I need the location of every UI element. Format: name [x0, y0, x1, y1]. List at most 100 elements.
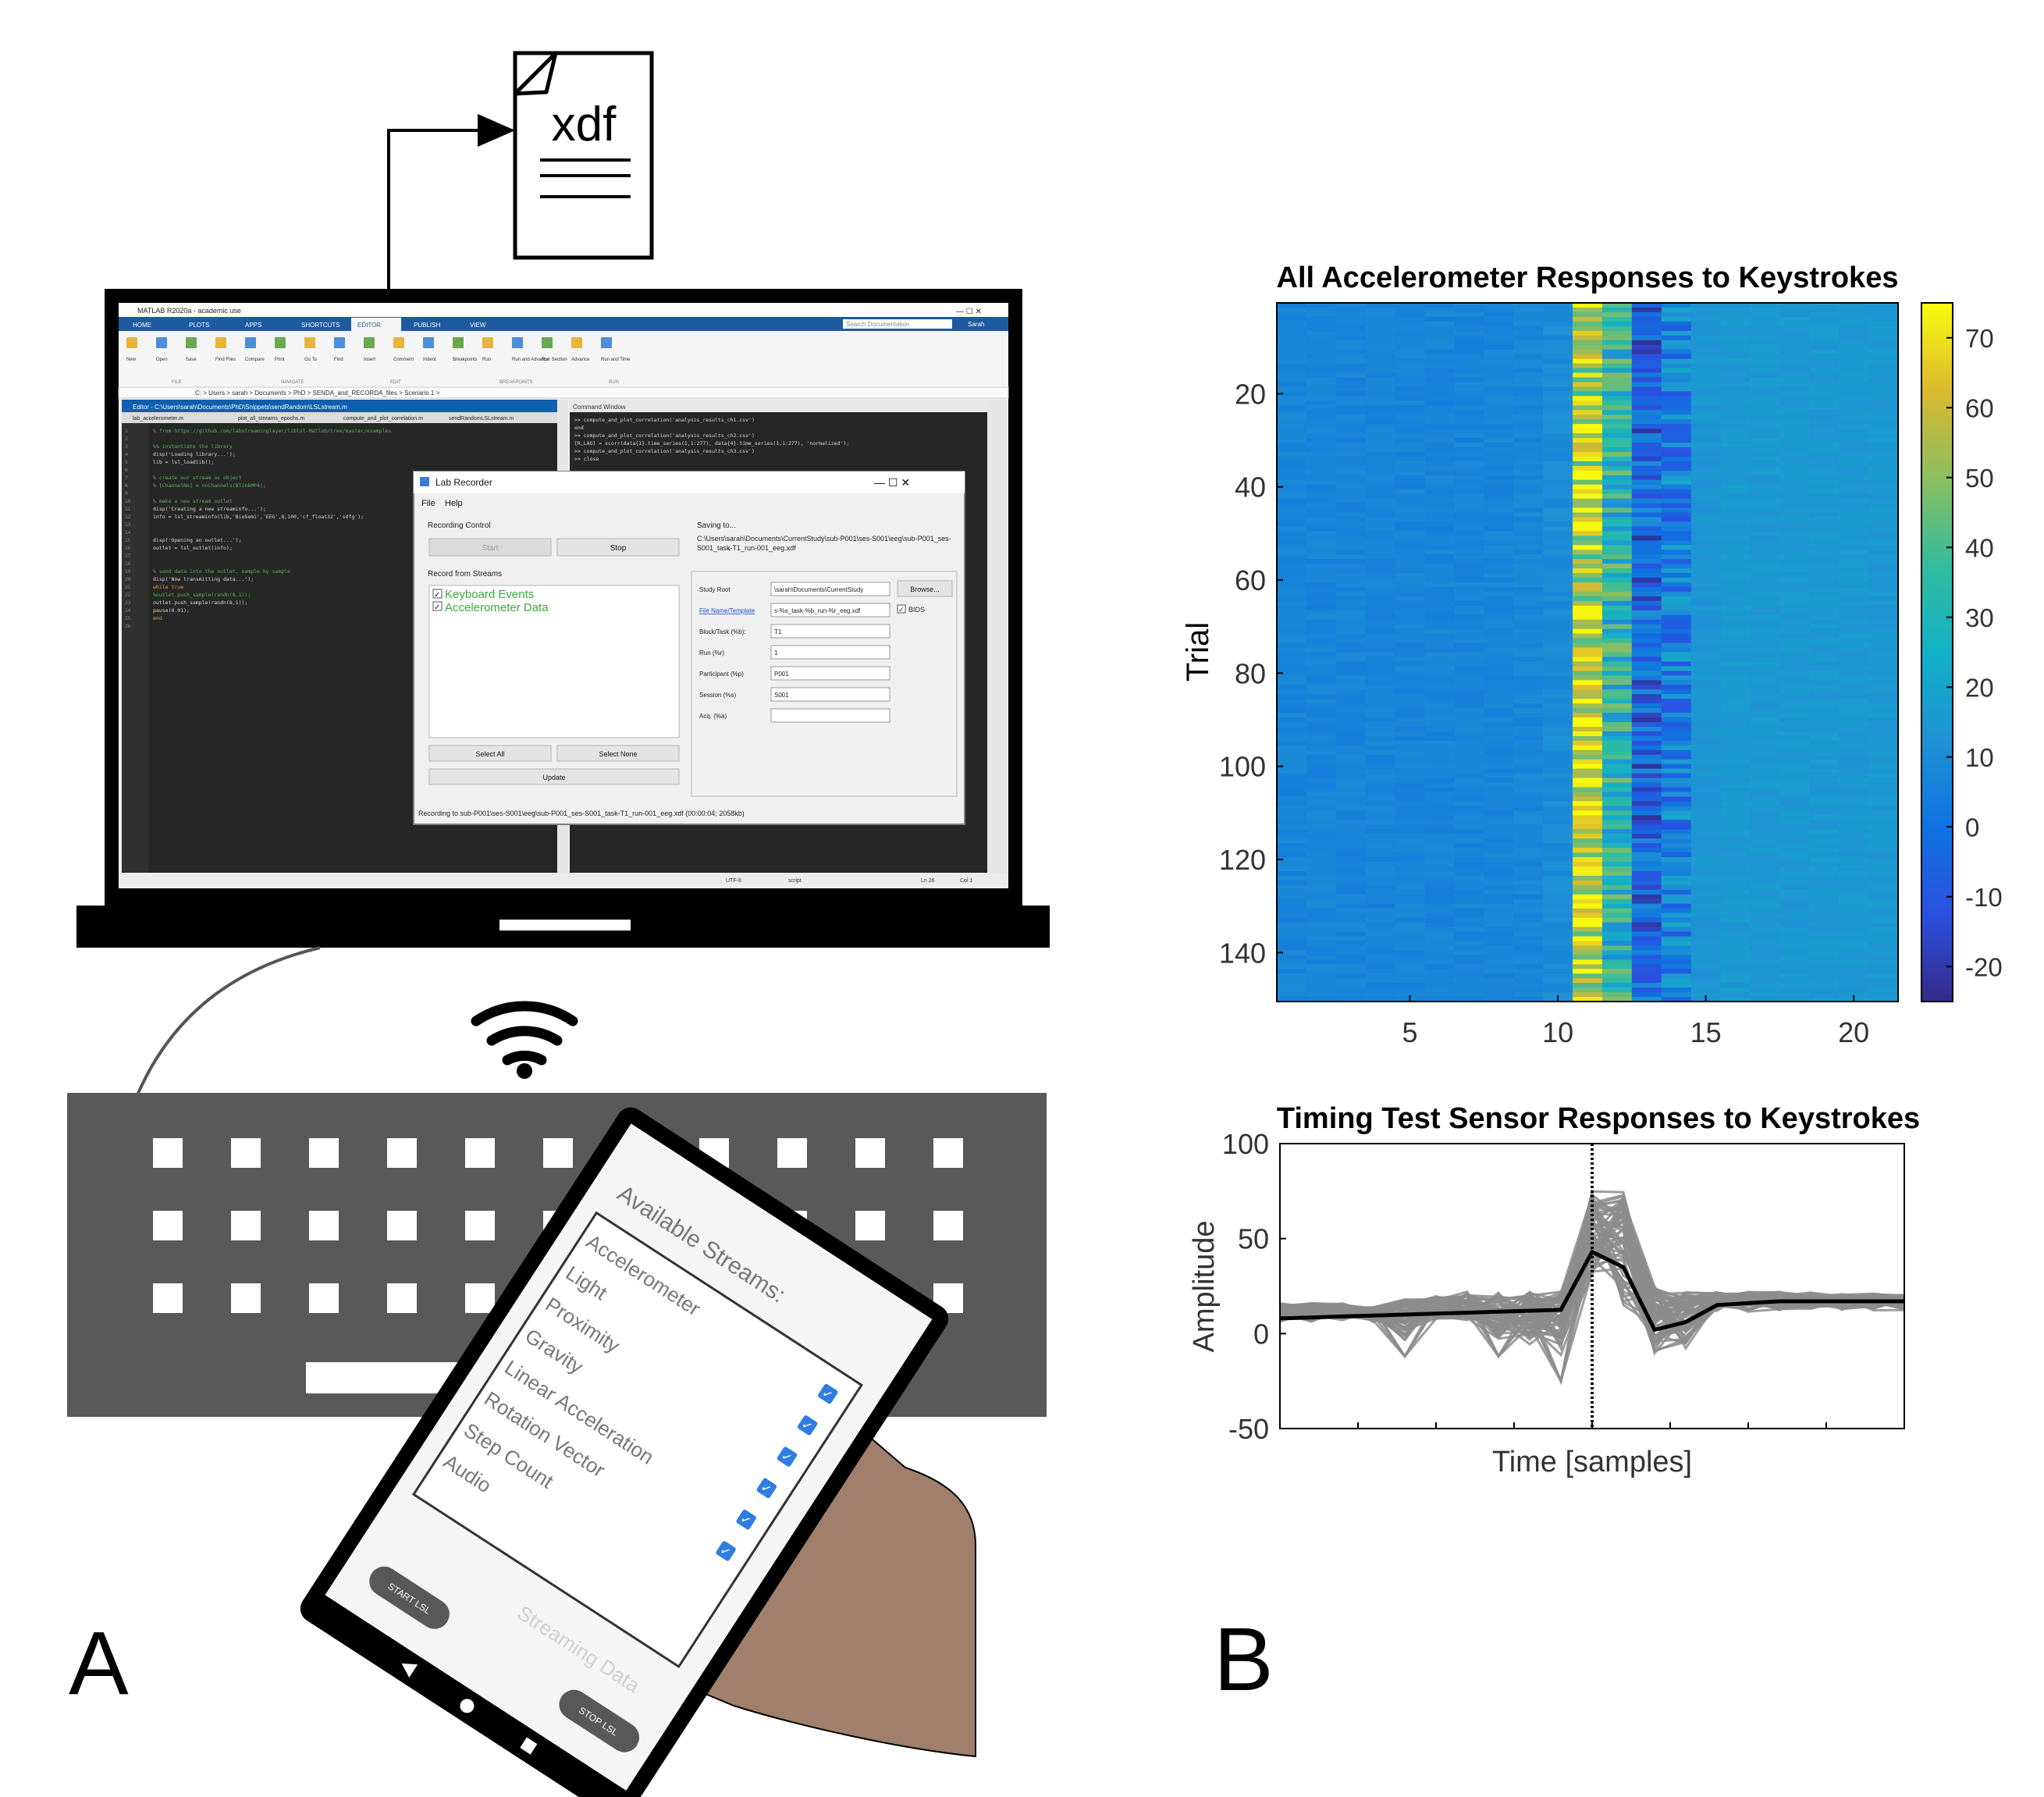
tab-publish[interactable]: PUBLISH: [414, 322, 440, 329]
editor-tab[interactable]: compute_and_plot_correlation.m: [343, 416, 423, 422]
tab-shortcuts[interactable]: SHORTCUTS: [301, 322, 340, 329]
stop-button[interactable]: [556, 538, 680, 557]
colorbar: [1921, 302, 1953, 1002]
stream-checkbox[interactable]: [432, 601, 443, 611]
heatmap-cell: [1277, 415, 1307, 420]
toolbar-button[interactable]: Advance: [571, 358, 590, 362]
tab-apps[interactable]: APPS: [245, 322, 261, 329]
heatmap-cell: [1601, 717, 1633, 723]
phone-stream-checkbox[interactable]: [755, 1478, 777, 1500]
heatmap-cell: [1335, 475, 1367, 481]
heatmap-cell: [1277, 782, 1307, 788]
editor-tab[interactable]: lab_accelerometer.m: [133, 416, 183, 422]
heatmap-cell: [1365, 717, 1396, 723]
heatmap-cell: [1543, 973, 1573, 979]
user-menu[interactable]: Sarah: [968, 321, 984, 328]
toolbar-button[interactable]: New: [126, 358, 137, 362]
toolbar-button[interactable]: Run and Advance: [512, 358, 549, 362]
tab-view[interactable]: VIEW: [470, 322, 486, 329]
heatmap-cell: [1573, 438, 1603, 443]
editor-tab[interactable]: sendRandomLSLstream.m: [449, 416, 514, 422]
nav-home-icon[interactable]: [457, 1696, 477, 1716]
toolbar-button[interactable]: Find Files: [215, 358, 236, 362]
toolbar-button[interactable]: Print: [275, 358, 285, 362]
heatmap-cell: [1543, 363, 1573, 369]
heatmap-cell: [1750, 582, 1780, 588]
select-all-button[interactable]: [428, 745, 552, 762]
heatmap-cell: [1809, 894, 1840, 900]
heatmap-cell: [1720, 652, 1751, 658]
toolbar-button[interactable]: Run Section: [542, 358, 567, 362]
field-input[interactable]: [770, 603, 890, 617]
heatmap-cell: [1720, 969, 1751, 974]
field-input[interactable]: [770, 687, 890, 702]
heatmap-cell: [1868, 778, 1899, 784]
heatmap-cell: [1690, 922, 1722, 928]
lab-recorder-window-controls[interactable]: — ☐ ✕: [874, 476, 910, 489]
toolbar-button[interactable]: Go To: [304, 358, 318, 362]
toolbar-button[interactable]: Run: [482, 358, 491, 362]
heatmap-cell: [1454, 778, 1484, 784]
heatmap-cell: [1720, 493, 1751, 500]
toolbar-button[interactable]: Insert: [364, 358, 375, 362]
heatmap-cell: [1720, 484, 1751, 490]
field-input[interactable]: [770, 708, 890, 723]
phone-stream-checkbox[interactable]: [797, 1414, 819, 1436]
heatmap-cell: [1424, 806, 1456, 811]
field-input[interactable]: [770, 645, 890, 660]
start-button[interactable]: [428, 538, 552, 557]
field-label[interactable]: File Name/Template: [699, 607, 755, 614]
update-button[interactable]: [428, 768, 680, 785]
menu-help[interactable]: Help: [445, 499, 463, 508]
stream-item-accelerometer[interactable]: ✓ Accelerometer Data: [432, 601, 549, 614]
field-input[interactable]: [770, 666, 890, 681]
heatmap-cell: [1809, 969, 1840, 974]
tab-plots[interactable]: PLOTS: [189, 322, 209, 329]
heatmap-cell: [1573, 834, 1603, 839]
toolbar-button[interactable]: Compare: [245, 358, 265, 362]
toolbar-button[interactable]: Save: [186, 358, 197, 362]
heatmap-cell: [1661, 517, 1692, 523]
phone-stream-checkbox[interactable]: [715, 1540, 737, 1562]
toolbar-button[interactable]: Comment: [393, 358, 414, 362]
phone-stream-checkbox[interactable]: [817, 1383, 839, 1405]
field-input[interactable]: [770, 624, 890, 639]
heatmap-cell: [1601, 582, 1633, 588]
toolbar-button[interactable]: Open: [156, 358, 168, 362]
search-documentation-input[interactable]: Search Documentation: [846, 321, 909, 328]
stream-item-keyboard[interactable]: ✓ Keyboard Events: [432, 588, 534, 601]
stream-list[interactable]: [428, 585, 680, 738]
select-none-button[interactable]: [556, 745, 680, 762]
window-controls[interactable]: — ☐ ✕: [956, 308, 982, 316]
phone-stream-checkbox[interactable]: [735, 1509, 757, 1531]
toolbar-button[interactable]: Run and Time: [601, 358, 631, 362]
menu-file[interactable]: File: [421, 499, 435, 508]
stop-lsl-button[interactable]: [553, 1684, 645, 1758]
heatmap-cell: [1601, 503, 1633, 509]
field-input[interactable]: [770, 582, 890, 596]
stream-checkbox[interactable]: [432, 589, 443, 599]
heatmap-cell: [1365, 456, 1396, 462]
heatmap-cell: [1513, 834, 1544, 839]
heatmap-cell: [1484, 321, 1514, 327]
heatmap-cell: [1513, 652, 1544, 658]
path-bar[interactable]: C: > Users > sarah > Documents > PhD > S…: [195, 390, 440, 397]
nav-recents-icon[interactable]: [520, 1737, 538, 1755]
toolbar-button[interactable]: Breakpoints: [453, 358, 478, 362]
toolbar-button[interactable]: Indent: [423, 358, 436, 362]
bids-checkbox[interactable]: [897, 604, 906, 614]
heatmap-cell: [1513, 889, 1544, 895]
heatmap-cell: [1513, 931, 1544, 938]
nav-back-icon[interactable]: [397, 1656, 418, 1678]
browse-button[interactable]: [897, 580, 953, 597]
tab-home[interactable]: HOME: [133, 322, 151, 329]
toolbar-button[interactable]: Find: [334, 358, 343, 362]
heatmap-cell: [1601, 820, 1633, 825]
heatmap-cell: [1277, 578, 1307, 583]
start-lsl-button[interactable]: [364, 1560, 455, 1635]
heatmap-cell: [1720, 335, 1751, 341]
tab-editor[interactable]: EDITOR: [357, 322, 381, 329]
phone-stream-checkbox[interactable]: [777, 1446, 798, 1468]
editor-tab[interactable]: plot_all_streams_epochs.m: [238, 416, 304, 422]
